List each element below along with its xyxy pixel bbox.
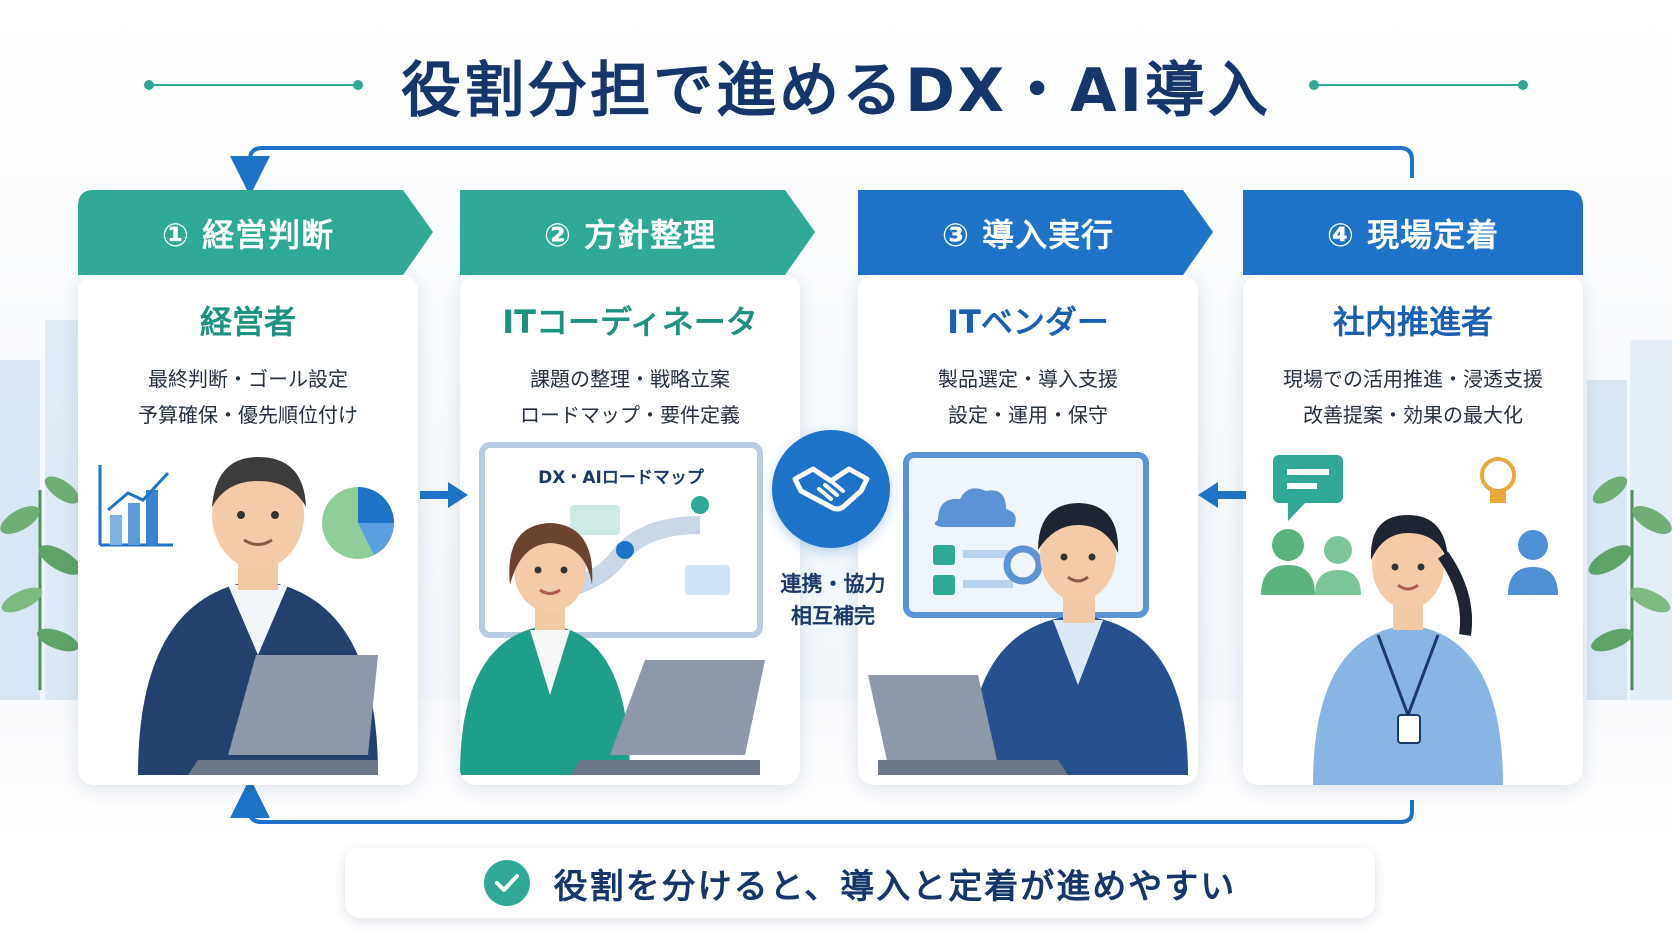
role-description-line-1: 現場での活用推進・浸透支援 <box>1283 367 1543 391</box>
laptop-icon <box>570 660 765 775</box>
step-header: ① 経営判断 <box>78 190 433 275</box>
promoter-illustration <box>1261 455 1558 785</box>
step-label: ③ 導入実行 <box>941 215 1115 254</box>
step-header: ④ 現場定着 <box>1243 190 1598 275</box>
step-header: ② 方針整理 <box>460 190 815 275</box>
role-title: 経営者 <box>199 303 296 341</box>
vendor-person <box>968 503 1188 775</box>
role-description-line-1: 最終判断・ゴール設定 <box>148 367 348 391</box>
laptop-icon <box>188 655 378 775</box>
page-title: 役割分担で進めるDX・AI導入 <box>401 55 1271 126</box>
collaboration-line-1: 連携・協力 <box>780 572 886 596</box>
lightbulb-icon <box>1480 457 1516 503</box>
step-label: ② 方針整理 <box>543 215 717 254</box>
panel-executive: 経営者 最終判断・ゴール設定 予算確保・優先順位付け <box>78 190 433 790</box>
role-description-line-2: 改善提案・効果の最大化 <box>1303 403 1523 427</box>
role-description-line-2: ロードマップ・要件定義 <box>520 403 740 427</box>
title-left-line <box>144 80 364 90</box>
panel-it-coordinator: ITコーディネータ 課題の整理・戦略立案 ロードマップ・要件定義 <box>460 190 815 790</box>
handshake-icon <box>772 430 890 548</box>
role-description-line-2: 設定・運用・保守 <box>948 403 1108 427</box>
laptop-icon <box>868 675 1068 775</box>
panel-it-vendor: ITベンダー 製品選定・導入支援 設定・運用・保守 <box>858 190 1213 790</box>
panel-card: ITベンダー 製品選定・導入支援 設定・運用・保守 <box>858 275 1198 785</box>
panel-card: ITコーディネータ 課題の整理・戦略立案 ロードマップ・要件定義 <box>460 275 800 785</box>
summary-text: 役割を分けると、導入と定着が進めやすい <box>553 866 1237 907</box>
chat-bubble-icon <box>1273 455 1343 521</box>
coordinator-illustration: DX・AIロードマップ <box>460 435 800 785</box>
role-description-line-2: 予算確保・優先順位付け <box>138 403 358 427</box>
check-icon <box>483 860 530 906</box>
step-label: ① 経営判断 <box>161 215 335 254</box>
coordinator-person <box>460 523 630 775</box>
promoter-person <box>1313 515 1503 785</box>
plant-decoration <box>1588 476 1672 690</box>
roadmap-board-title: DX・AIロードマップ <box>538 468 704 488</box>
people-group-icon <box>1261 529 1558 595</box>
role-description-line-1: 課題の整理・戦略立案 <box>530 367 730 391</box>
title-right-line <box>1308 80 1528 90</box>
role-description-line-1: 製品選定・導入支援 <box>938 367 1118 391</box>
executive-illustration <box>98 457 394 775</box>
title-bar: 役割分担で進めるDX・AI導入 <box>0 40 1672 130</box>
panel-card: 経営者 最終判断・ゴール設定 予算確保・優先順位付け <box>78 275 418 785</box>
role-title: 社内推進者 <box>1332 303 1493 341</box>
step-header: ③ 導入実行 <box>858 190 1213 275</box>
pie-chart-icon <box>322 487 394 559</box>
role-title: ITベンダー <box>947 303 1109 341</box>
arrow-left-icon <box>1198 482 1246 508</box>
step-label: ④ 現場定着 <box>1326 215 1500 254</box>
collaboration-line-2: 相互補完 <box>791 604 875 628</box>
panel-internal-promoter: 社内推進者 現場での活用推進・浸透支援 改善提案・効果の最大化 <box>1243 190 1598 790</box>
role-title: ITコーディネータ <box>502 303 758 341</box>
arrow-right-icon <box>420 482 468 508</box>
vendor-illustration <box>868 452 1188 775</box>
collaboration-badge: 連携・協力 相互補完 <box>768 430 898 640</box>
bar-chart-icon <box>98 465 173 547</box>
panel-card: 社内推進者 現場での活用推進・浸透支援 改善提案・効果の最大化 <box>1243 275 1583 785</box>
summary-box: 役割を分けると、導入と定着が進めやすい <box>345 848 1375 918</box>
plant-decoration <box>0 476 82 690</box>
